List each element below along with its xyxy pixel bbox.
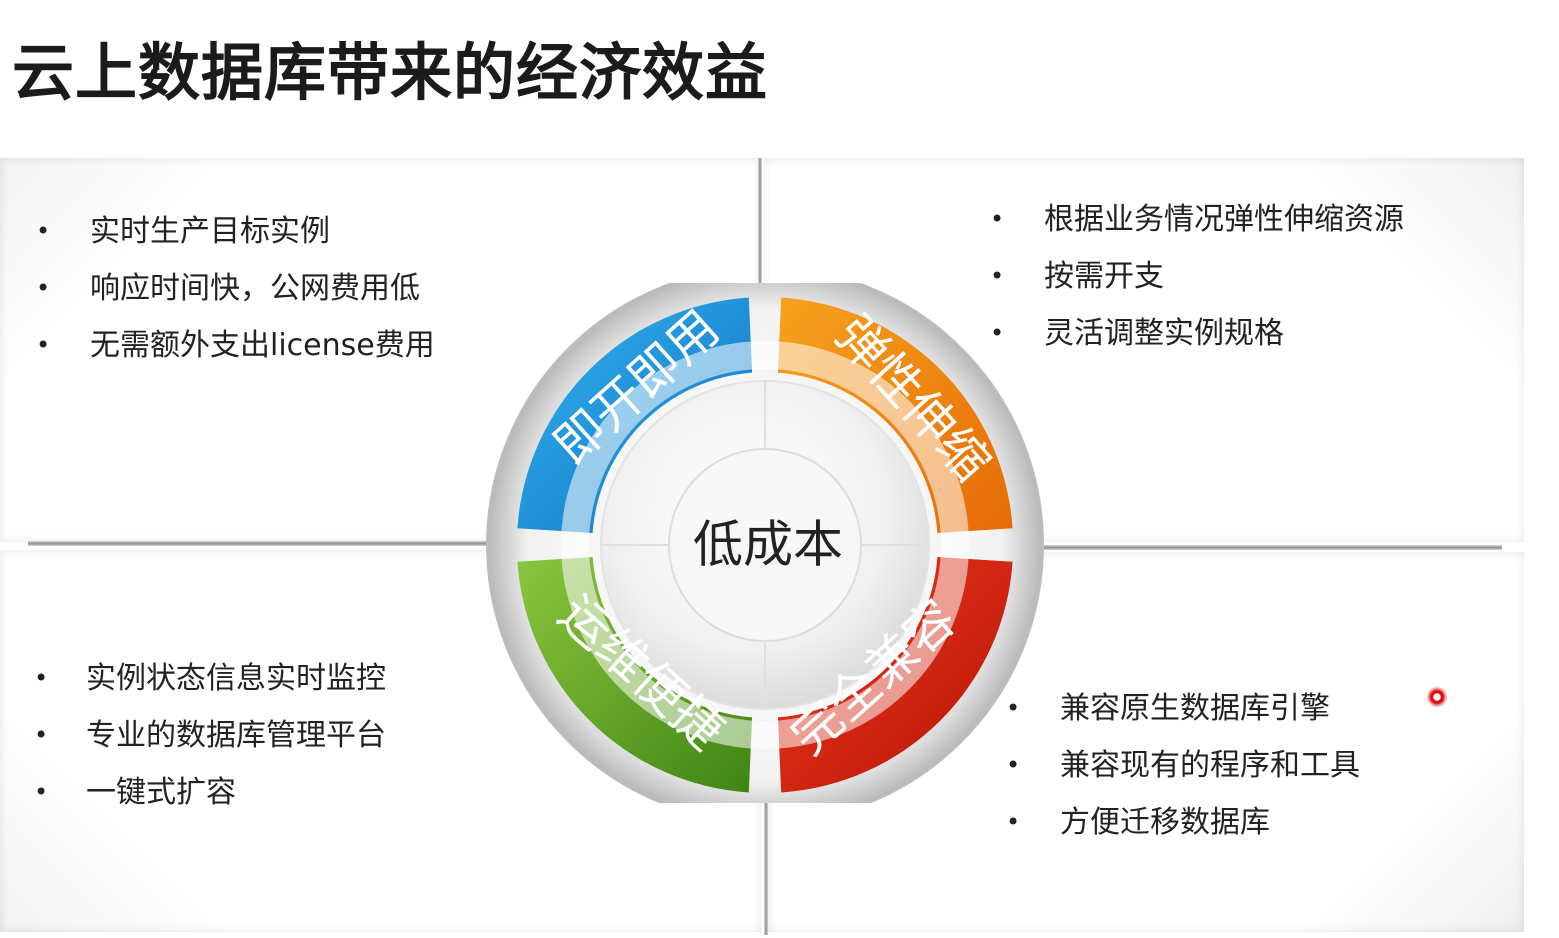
list-item: 一键式扩容: [34, 764, 386, 821]
bullet-list-bottom-right: 兼容原生数据库引擎 兼容现有的程序和工具 方便迁移数据库: [1006, 680, 1360, 851]
list-item: 专业的数据库管理平台: [34, 707, 386, 764]
list-item: 方便迁移数据库: [1006, 794, 1360, 851]
benefit-wheel: 即开即用 弹性伸缩 运维便捷 完全兼容 低成本: [486, 283, 1044, 803]
list-item: 兼容原生数据库引擎: [1006, 680, 1360, 737]
laser-pointer-dot: [1427, 687, 1447, 707]
list-item: 响应时间快，公网费用低: [36, 260, 435, 317]
center-label: 低成本: [693, 516, 843, 574]
list-item: 灵活调整实例规格: [990, 305, 1404, 362]
bullet-list-top-left: 实时生产目标实例 响应时间快，公网费用低 无需额外支出license费用: [36, 203, 435, 374]
divider-vertical-top: [758, 158, 762, 296]
divider-horizontal-left: [28, 541, 488, 546]
list-item: 按需开支: [990, 248, 1404, 305]
list-item: 根据业务情况弹性伸缩资源: [990, 191, 1404, 248]
list-item: 实例状态信息实时监控: [34, 650, 386, 707]
wheel-gloss-band: [561, 341, 969, 749]
bullet-list-top-right: 根据业务情况弹性伸缩资源 按需开支 灵活调整实例规格: [990, 191, 1404, 362]
list-item: 实时生产目标实例: [36, 203, 435, 260]
list-item: 兼容现有的程序和工具: [1006, 737, 1360, 794]
page-title: 云上数据库带来的经济效益: [12, 36, 769, 109]
divider-vertical-bottom: [764, 795, 768, 935]
divider-horizontal-right: [1044, 545, 1502, 550]
list-item: 无需额外支出license费用: [36, 317, 435, 374]
bullet-list-bottom-left: 实例状态信息实时监控 专业的数据库管理平台 一键式扩容: [34, 650, 386, 821]
